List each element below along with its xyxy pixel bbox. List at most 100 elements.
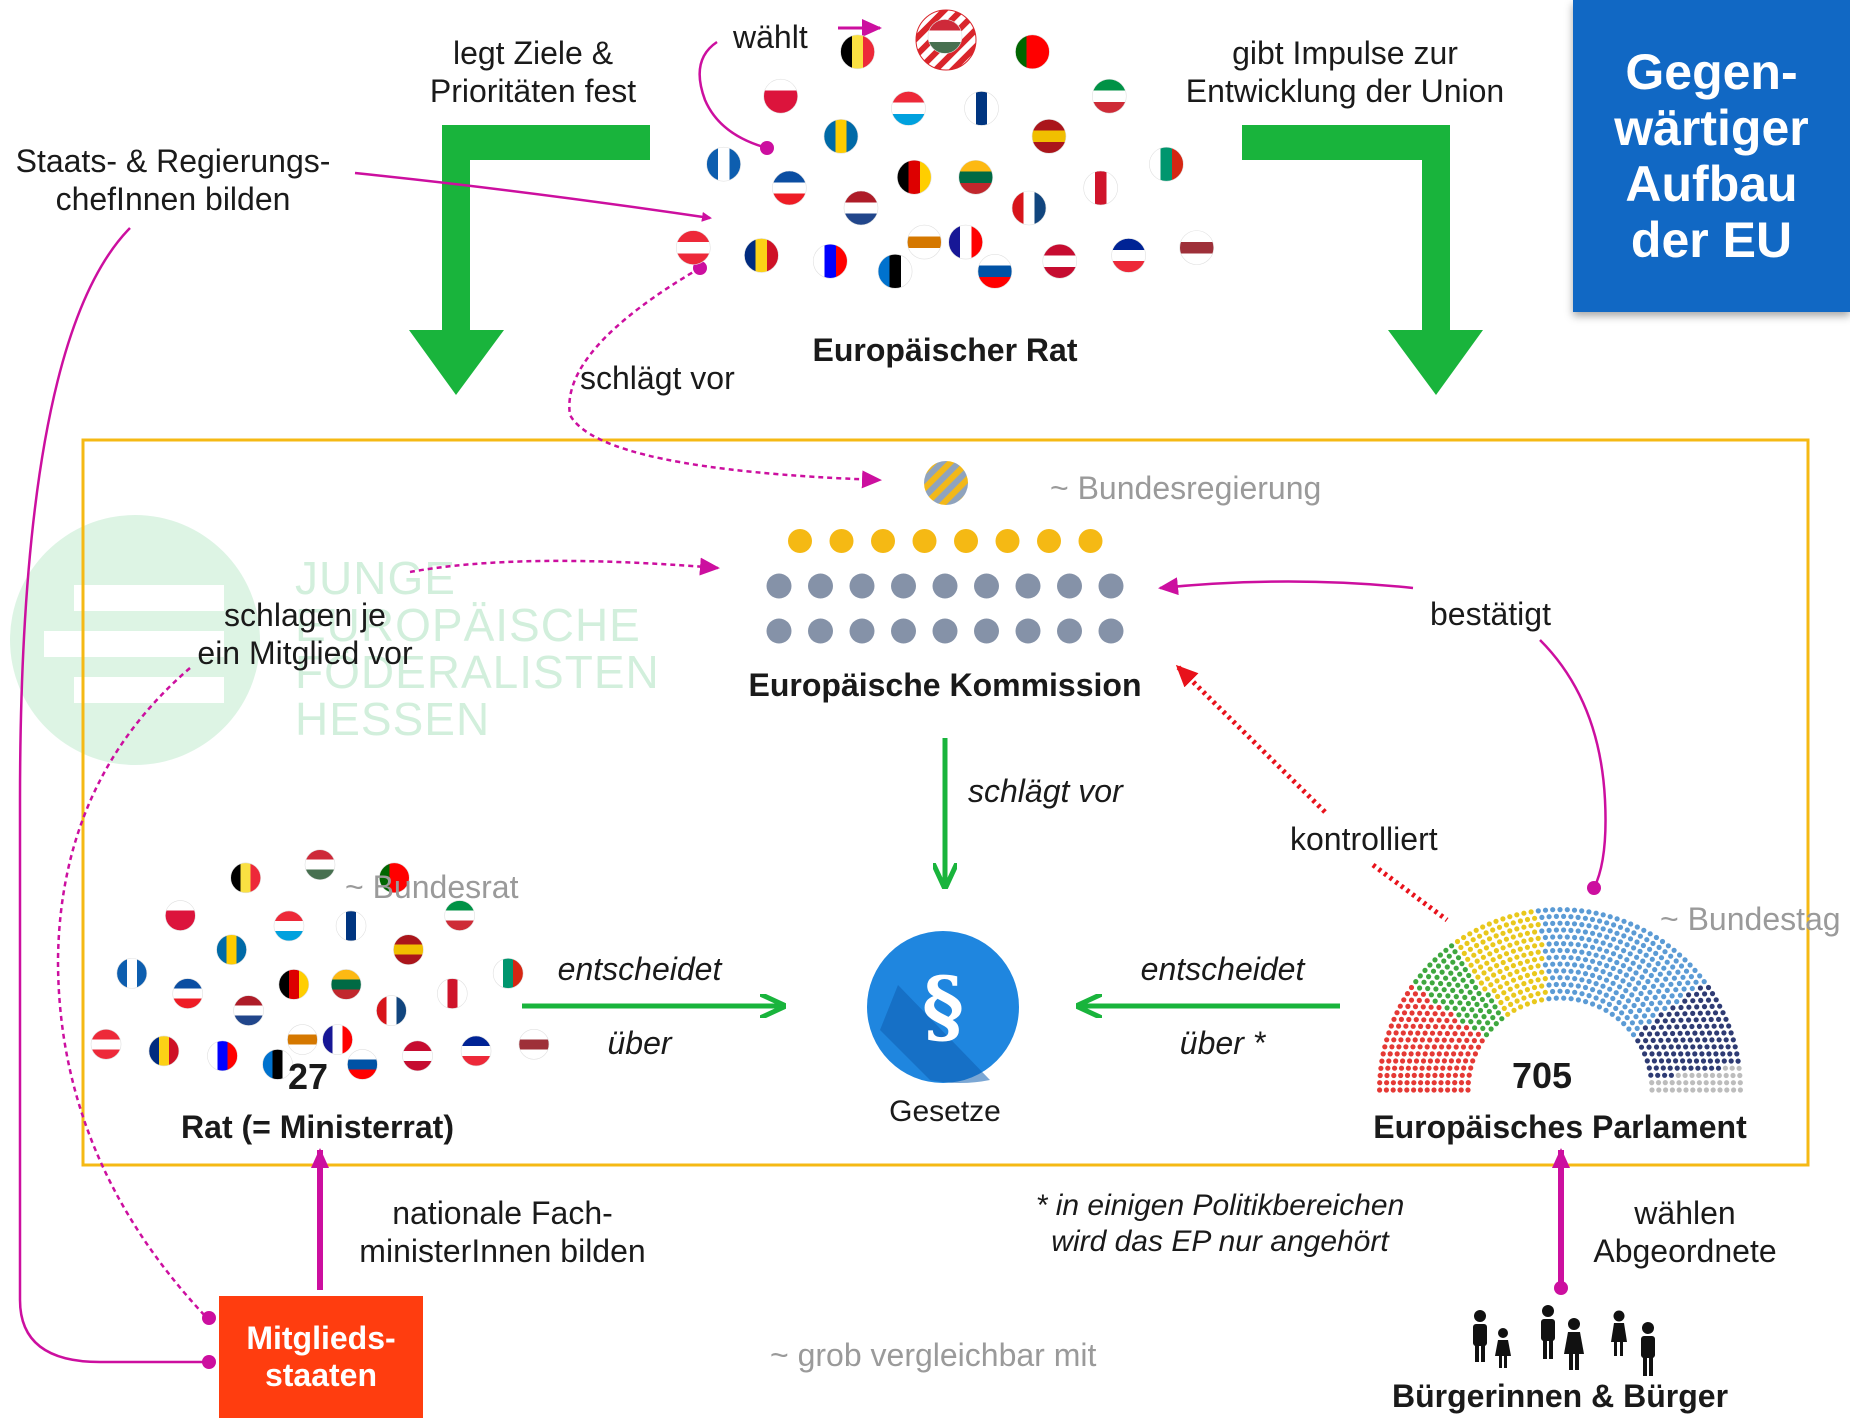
parliament-seat: [1539, 997, 1545, 1003]
parliament-seat: [1478, 980, 1484, 986]
parliament-seat: [1656, 944, 1662, 951]
parliament-seat: [1448, 970, 1454, 976]
controls-line: [1371, 862, 1449, 923]
parliament-seat: [1662, 1080, 1668, 1086]
parliament-seat: [1481, 970, 1487, 976]
parliament-seat: [1467, 1031, 1473, 1037]
parliament-seat: [1662, 1072, 1668, 1078]
parliament-seat: [1503, 922, 1509, 928]
parliament-seat: [1479, 996, 1485, 1003]
proposes-president-label: schlägt vor: [580, 360, 735, 396]
parliament-seat: [1475, 1044, 1482, 1050]
parliament-seat: [1697, 1010, 1703, 1016]
parliament-seat: [1517, 946, 1523, 952]
parliament-seat: [1589, 916, 1596, 923]
connector-dot: [1554, 1281, 1568, 1295]
parliament-seat: [1384, 1080, 1390, 1086]
member-flag-icon: [812, 243, 848, 279]
parliament-seat: [1451, 976, 1457, 982]
parliament-seat: [1467, 946, 1473, 952]
parliament-seat: [1639, 1031, 1645, 1037]
parliament-seat: [1633, 1014, 1639, 1020]
connector-dot: [202, 1355, 216, 1369]
parliament-seat: [1568, 927, 1574, 934]
parliament-seat: [1460, 1018, 1466, 1024]
label-line: chefInnen bilden: [55, 181, 291, 218]
parliament-seat: [1621, 1021, 1627, 1027]
parliament-seat: [1497, 954, 1503, 960]
parliament-seat: [1426, 1065, 1432, 1071]
parliament-seat: [1680, 1037, 1686, 1043]
parliament-seat: [1723, 1016, 1729, 1022]
parliament-seat: [1424, 1080, 1430, 1086]
parliament-seat: [1490, 1015, 1496, 1021]
member-flag-icon: [1015, 34, 1050, 70]
parliament-seat: [1572, 976, 1578, 982]
parliament-seat: [1493, 1021, 1499, 1027]
member-flag-icon: [958, 159, 994, 195]
parliament-seat: [1572, 962, 1578, 968]
member-flag-icon: [891, 91, 926, 126]
parliament-seat: [1582, 971, 1589, 977]
parliament-seat: [1662, 949, 1668, 955]
parliament-seat: [1590, 987, 1596, 993]
parliament-seat: [1710, 1080, 1716, 1086]
parliament-seat: [1653, 1065, 1659, 1071]
parliament-seat: [1413, 979, 1419, 985]
parliament-seat: [1445, 1087, 1451, 1093]
parliament-seat: [1583, 999, 1589, 1005]
parliament-seat: [1531, 957, 1538, 963]
parliament-seat: [1490, 927, 1496, 933]
parliament-seat: [1675, 1044, 1681, 1050]
member-flag-icon: [347, 1049, 378, 1080]
parliament-seat: [1670, 1017, 1676, 1024]
parliament-seat: [1425, 1072, 1431, 1078]
parliament-seat: [1510, 948, 1516, 954]
parliament-seat: [1665, 943, 1671, 949]
parliament-seat: [1650, 1025, 1657, 1031]
parliament-seat: [1411, 1072, 1417, 1078]
parliament-seat: [1653, 934, 1659, 941]
parliament-seat: [1668, 1072, 1674, 1078]
parliament-seat: [1708, 1016, 1714, 1023]
parliament-seat: [1582, 984, 1589, 991]
member-flag-icon: [896, 159, 932, 195]
parliament-seat: [1678, 1004, 1684, 1011]
parliament-seat: [1579, 977, 1585, 983]
parliament-seat: [1722, 1065, 1728, 1071]
parliament-seat: [1504, 980, 1510, 986]
parliament-seat: [1449, 1037, 1455, 1043]
ministers-label: nationale Fach- ministerInnen bilden: [345, 1194, 660, 1271]
parliament-seat: [1384, 1037, 1390, 1043]
parliament-seat: [1472, 1051, 1478, 1057]
parliament-seat: [1641, 927, 1647, 933]
parliament-seat: [1727, 1051, 1733, 1057]
parliament-seat: [1572, 948, 1578, 954]
parliament-seat: [1647, 1031, 1653, 1037]
parliament-seat: [1488, 982, 1494, 988]
parliament-seat: [1586, 978, 1592, 985]
parliament-seat: [1557, 934, 1563, 940]
parliament-seat: [1620, 963, 1626, 969]
parliament-seat: [1557, 975, 1563, 981]
watermark-circle-icon: [10, 515, 260, 765]
parliament-seat: [1432, 1072, 1438, 1078]
parliament-seat: [1637, 933, 1643, 939]
parliament-seat: [1495, 1010, 1501, 1016]
label-line: schlagen je: [224, 597, 386, 633]
parliament-seat: [1411, 1087, 1417, 1093]
parliament-seat: [1671, 975, 1677, 981]
parliament-hemicycle: [1377, 907, 1743, 1093]
member-flag-icon: [964, 91, 999, 126]
parliament-seat: [1673, 1058, 1679, 1064]
member-flag-icon: [1111, 238, 1146, 273]
parliament-seat: [1550, 920, 1556, 927]
parliament-seat: [1575, 942, 1581, 948]
parliament-seat: [1668, 981, 1674, 987]
parliament-seat: [1710, 1087, 1716, 1093]
parliament-seat: [1480, 954, 1486, 960]
parliament-seat: [1528, 909, 1534, 915]
parliament-seat: [1463, 1058, 1469, 1064]
parliament-seat: [1617, 968, 1623, 975]
parliament-seat: [1524, 987, 1530, 993]
